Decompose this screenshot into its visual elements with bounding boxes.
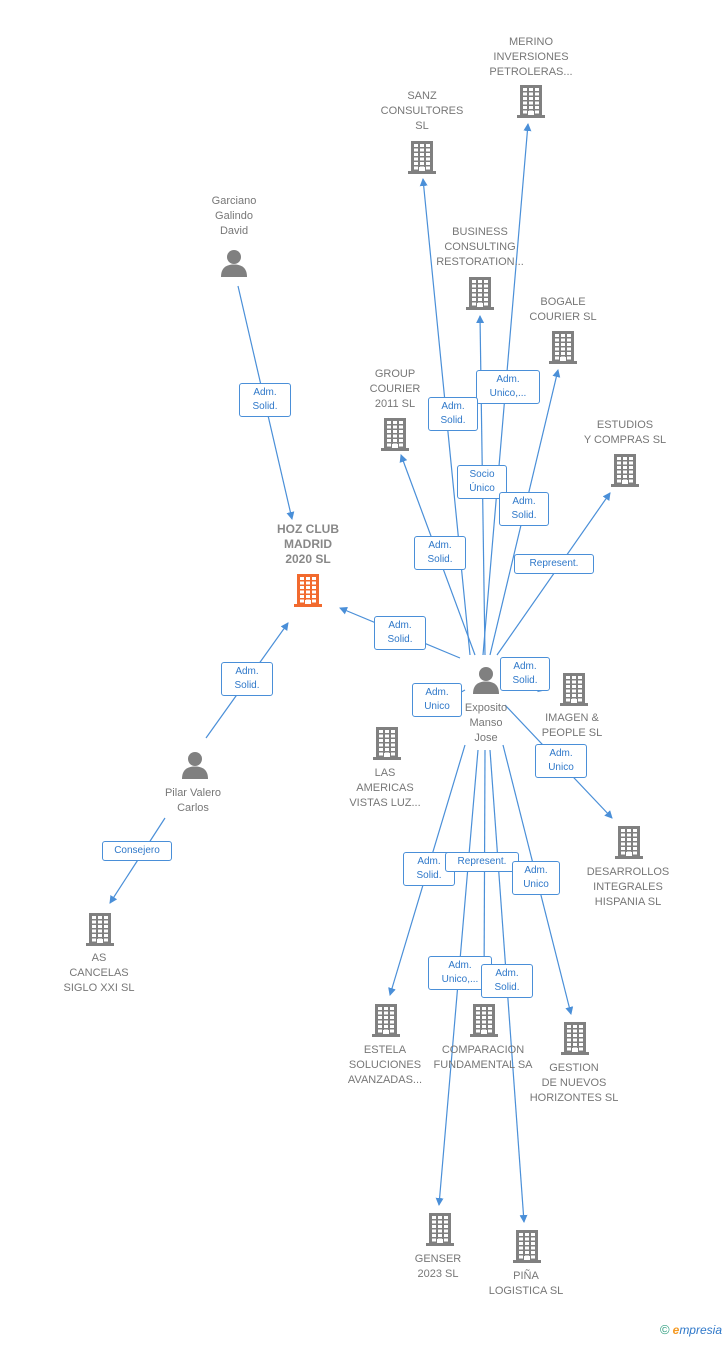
edge-label-exposito-to-group-courier: Adm. Solid. — [414, 536, 466, 570]
node-label-estudios: ESTUDIOS Y COMPRAS SL — [583, 419, 667, 446]
node-label-desarrollos: DESARROLLOS INTEGRALES HISPANIA SL — [586, 866, 670, 908]
edge-label-garciano-to-hoz-club: Adm. Solid. — [239, 383, 291, 417]
edge-exposito-to-estudios — [496, 492, 611, 656]
node-bogale[interactable] — [498, 330, 628, 364]
building-icon — [513, 1230, 541, 1263]
node-label-hoz-club: HOZ CLUB MADRID 2020 SL — [277, 522, 339, 566]
edge-label-pilar-to-as-cancelas: Consejero — [102, 841, 172, 861]
edge-label-exposito-to-hoz-club: Adm. Solid. — [374, 616, 426, 650]
node-label-merino: MERINO INVERSIONES PETROLERAS... — [489, 36, 573, 78]
node-sanz[interactable] — [357, 140, 487, 174]
building-icon — [549, 331, 577, 364]
edge-label-exposito-to-imagen: Adm. Solid. — [500, 657, 550, 691]
node-label-bogale: BOGALE COURIER SL — [529, 296, 597, 323]
edge-exposito-to-comparacion — [480, 749, 489, 996]
edge-label-exposito-to-bogale: Adm. Solid. — [499, 492, 549, 526]
building-icon — [466, 277, 494, 310]
node-estudios[interactable] — [560, 453, 690, 487]
building-icon — [86, 913, 114, 946]
edge-label-exposito-to-las-americas: Adm. Unico — [412, 683, 462, 717]
edge-label-exposito-to-comparacion: Represent. — [445, 852, 519, 872]
node-label-imagen: IMAGEN & PEOPLE SL — [541, 712, 603, 739]
node-label-group-courier: GROUP COURIER 2011 SL — [369, 368, 421, 410]
node-label-las-americas: LAS AMERICAS VISTAS LUZ... — [349, 767, 421, 809]
edge-label-exposito-to-gestion: Adm. Unico — [512, 861, 560, 895]
node-hoz-club[interactable] — [243, 573, 373, 607]
node-label-estela: ESTELA SOLUCIONES AVANZADAS... — [347, 1044, 423, 1086]
node-label-comparacion: COMPARACION FUNDAMENTAL SA — [433, 1044, 533, 1071]
node-business[interactable] — [415, 276, 545, 310]
edge-label-exposito-to-merino: Adm. Unico,... — [476, 370, 540, 404]
node-merino[interactable] — [466, 84, 596, 118]
edge-label-exposito-to-estudios: Represent. — [514, 554, 594, 574]
building-icon — [373, 727, 401, 760]
person-icon — [221, 250, 247, 277]
edge-label-exposito-to-pina: Adm. Solid. — [481, 964, 533, 998]
node-label-sanz: SANZ CONSULTORES SL — [380, 90, 464, 132]
brand-initial: e — [672, 1323, 680, 1337]
node-label-garciano: Garciano Galindo David — [211, 195, 257, 237]
copyright-symbol: © — [660, 1322, 670, 1337]
building-icon — [561, 1022, 589, 1055]
node-exposito[interactable] — [421, 665, 551, 695]
edge-label-pilar-to-hoz-club: Adm. Solid. — [221, 662, 273, 696]
building-icon — [426, 1213, 454, 1246]
node-label-as-cancelas: AS CANCELAS SIGLO XXI SL — [63, 952, 135, 994]
building-icon — [381, 418, 409, 451]
edge-label-exposito-to-business: Socio Único — [457, 465, 507, 499]
node-pilar[interactable] — [130, 750, 260, 780]
node-label-genser: GENSER 2023 SL — [414, 1253, 462, 1280]
building-icon — [615, 826, 643, 859]
edge-label-exposito-to-desarrollos: Adm. Unico — [535, 744, 587, 778]
building-icon — [611, 454, 639, 487]
building-icon — [372, 1004, 400, 1037]
node-label-gestion: GESTION DE NUEVOS HORIZONTES SL — [529, 1062, 619, 1104]
node-label-pilar: Pilar Valero Carlos — [164, 787, 222, 814]
edge-label-exposito-to-sanz: Adm. Solid. — [428, 397, 478, 431]
node-label-exposito: Exposito Manso Jose — [464, 702, 508, 744]
node-label-pina: PIÑA LOGISTICA SL — [488, 1270, 564, 1297]
node-estela[interactable] — [321, 1003, 451, 1037]
building-icon — [408, 141, 436, 174]
building-icon — [560, 673, 588, 706]
person-icon — [182, 752, 208, 779]
node-genser[interactable] — [375, 1212, 505, 1246]
person-icon — [473, 667, 499, 694]
node-pina[interactable] — [462, 1229, 592, 1263]
building-icon — [517, 85, 545, 118]
brand-name: mpresia — [679, 1323, 722, 1337]
node-group-courier[interactable] — [330, 417, 460, 451]
building-icon — [470, 1004, 498, 1037]
node-comparacion[interactable] — [419, 1003, 549, 1037]
node-desarrollos[interactable] — [564, 825, 694, 859]
node-las-americas[interactable] — [322, 726, 452, 760]
node-gestion[interactable] — [510, 1021, 640, 1055]
node-garciano[interactable] — [169, 248, 299, 278]
node-as-cancelas[interactable] — [35, 912, 165, 946]
building-icon — [294, 574, 322, 607]
empresia-watermark: ©empresia — [660, 1322, 722, 1337]
node-label-business: BUSINESS CONSULTING RESTORATION... — [436, 226, 524, 268]
node-imagen[interactable] — [509, 672, 639, 706]
